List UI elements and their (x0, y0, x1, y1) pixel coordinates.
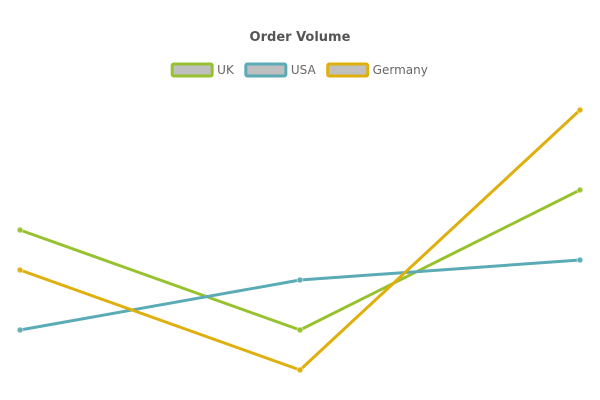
data-point-usa-1[interactable] (296, 276, 304, 284)
legend-item-usa[interactable]: USA (244, 62, 317, 78)
legend-label: Germany (373, 63, 428, 77)
legend-item-germany[interactable]: Germany (326, 62, 428, 78)
data-point-uk-0[interactable] (16, 226, 24, 234)
data-point-usa-0[interactable] (16, 326, 24, 334)
data-point-germany-1[interactable] (296, 366, 304, 374)
data-point-germany-0[interactable] (16, 266, 24, 274)
series-line-uk (18, 188, 582, 332)
chart-legend: UK USA Germany (170, 62, 428, 78)
data-point-germany-2[interactable] (576, 106, 584, 114)
series-line-usa (18, 258, 582, 332)
legend-item-uk[interactable]: UK (170, 62, 235, 78)
data-point-uk-1[interactable] (296, 326, 304, 334)
chart-series-points (16, 106, 584, 374)
legend-label: UK (217, 63, 235, 77)
chart-title: Order Volume (250, 30, 351, 45)
legend-swatch (326, 62, 370, 78)
legend-swatch (244, 62, 288, 78)
data-point-usa-2[interactable] (576, 256, 584, 264)
data-point-uk-2[interactable] (576, 186, 584, 194)
legend-swatch (170, 62, 214, 78)
legend-label: USA (291, 63, 317, 77)
